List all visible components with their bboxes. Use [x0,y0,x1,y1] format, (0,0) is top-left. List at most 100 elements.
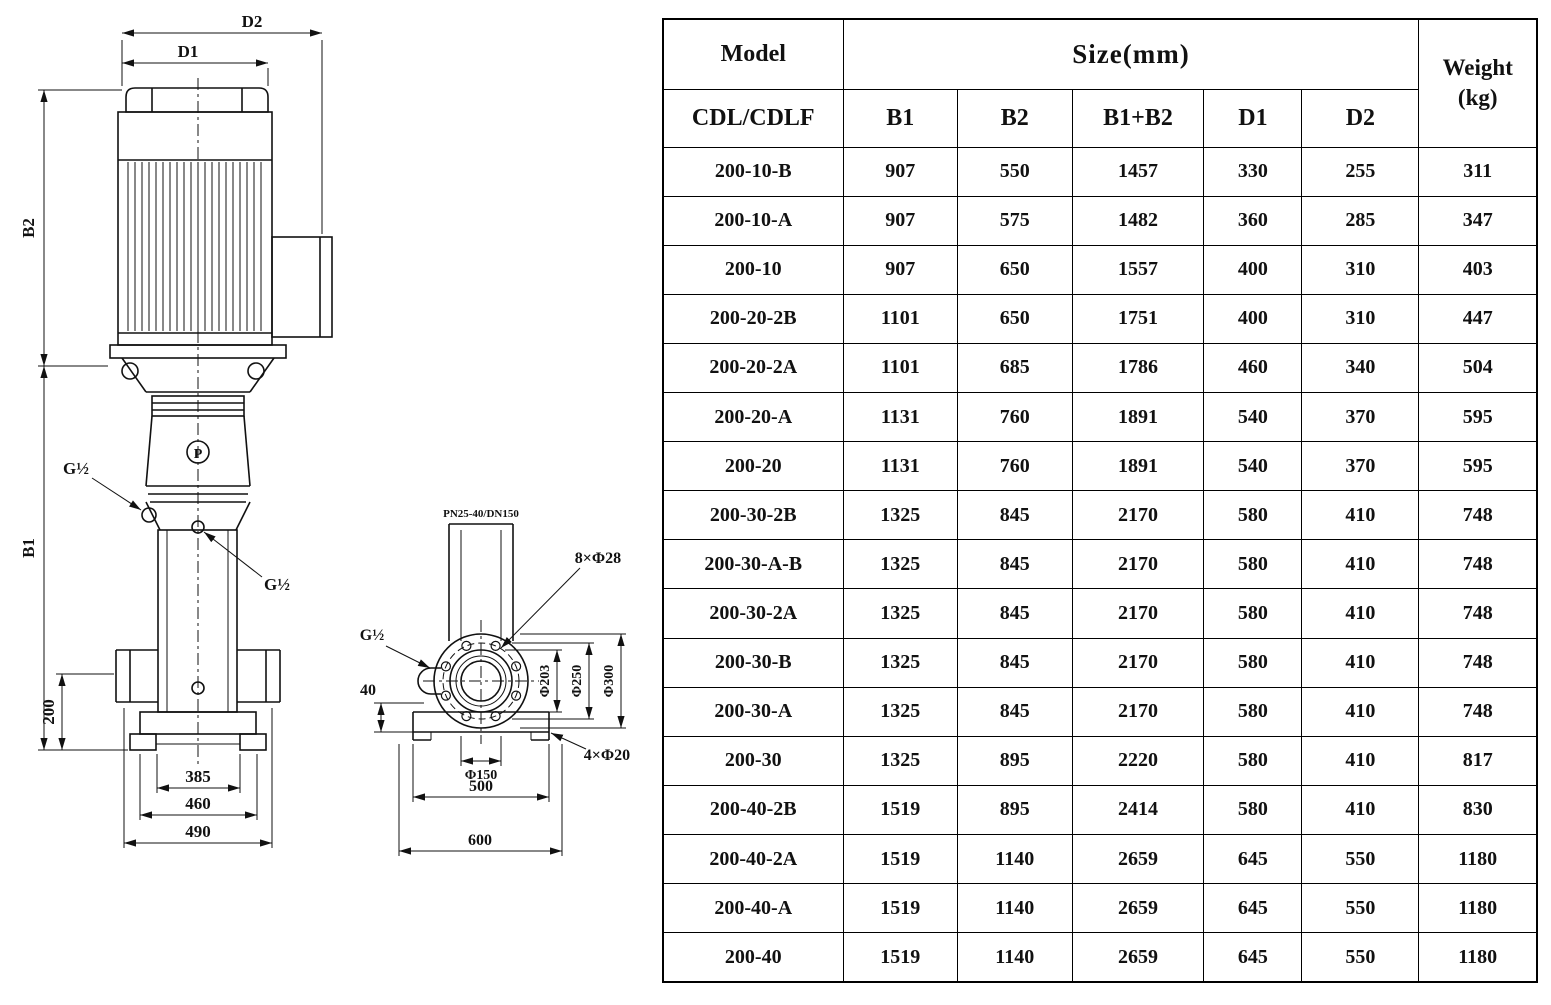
value-cell: 1519 [842,932,959,983]
value-cell: 1131 [842,392,959,443]
value-cell: 2170 [1071,490,1205,541]
value-cell: 748 [1418,490,1538,541]
value-cell: 1140 [957,883,1073,934]
value-cell: 650 [957,244,1073,295]
value-cell: 550 [1301,932,1420,983]
model-cell: 200-20-2A [662,342,844,394]
front-view [109,78,333,764]
value-cell: 580 [1203,539,1303,590]
header-col-d1: D1 [1203,88,1303,148]
value-cell: 2414 [1071,784,1205,836]
brand-logo-circle [186,440,210,464]
value-cell: 1891 [1071,441,1205,492]
value-cell: 400 [1203,293,1303,344]
header-model: Model [662,18,844,90]
value-cell: 817 [1418,735,1538,786]
value-cell: 550 [1301,834,1420,885]
model-cell: 200-10-B [662,146,844,197]
terminal-box [271,236,333,338]
value-cell: 550 [957,146,1073,197]
value-cell: 410 [1301,735,1420,786]
value-cell: 504 [1418,342,1538,394]
value-cell: 410 [1301,539,1420,590]
model-cell: 200-30-A [662,686,844,737]
model-cell: 200-10-A [662,195,844,246]
dim-b2-label: B2 [19,218,38,238]
dim-500-label: 500 [469,778,493,795]
flange-bolts-label: 8×Φ28 [575,550,621,567]
dia-150-label: Φ150 [465,768,498,783]
drain-plug [191,681,205,695]
dim-600-label: 600 [468,832,492,849]
value-cell: 1891 [1071,392,1205,443]
value-cell: 2170 [1071,588,1205,639]
dim-460-label: 460 [185,794,211,813]
value-cell: 748 [1418,539,1538,590]
brand-logo-letter: P [194,447,203,462]
value-cell: 1457 [1071,146,1205,197]
model-cell: 200-20-2B [662,293,844,344]
motor-fins [127,162,262,331]
dimension-table: Model Size(mm) Weight (kg) CDL/CDLF B1 B… [662,18,1538,983]
model-cell: 200-30-2B [662,490,844,541]
model-cell: 200-20 [662,441,844,492]
dim-385-label: 385 [185,767,211,786]
value-cell: 410 [1301,490,1420,541]
value-cell: 1180 [1418,932,1538,983]
model-cell: 200-20-A [662,392,844,443]
model-cell: 200-30 [662,735,844,786]
motor-stool-flange [109,344,287,359]
dim-200-label: 200 [39,699,58,725]
value-cell: 1180 [1418,834,1538,885]
value-cell: 1325 [842,588,959,639]
value-cell: 1786 [1071,342,1205,394]
value-cell: 1751 [1071,293,1205,344]
value-cell: 1140 [957,932,1073,983]
value-cell: 2170 [1071,539,1205,590]
value-cell: 370 [1301,441,1420,492]
flange-view [412,523,550,744]
value-cell: 403 [1418,244,1538,295]
value-cell: 1482 [1071,195,1205,246]
value-cell: 580 [1203,784,1303,836]
value-cell: 895 [957,735,1073,786]
value-cell: 650 [957,293,1073,344]
header-weight: Weight (kg) [1418,18,1538,148]
model-cell: 200-30-B [662,637,844,688]
value-cell: 830 [1418,784,1538,836]
value-cell: 2659 [1071,932,1205,983]
value-cell: 645 [1203,932,1303,983]
model-cell: 200-40-2A [662,834,844,885]
discharge-flange [237,649,281,703]
dim-40-label: 40 [360,682,376,699]
value-cell: 845 [957,637,1073,688]
value-cell: 1519 [842,883,959,934]
base-foot-left [129,733,157,751]
value-cell: 748 [1418,588,1538,639]
value-cell: 1325 [842,637,959,688]
dim-b1-label: B1 [19,538,38,558]
dim-d2-label: D2 [242,12,263,31]
value-cell: 2220 [1071,735,1205,786]
flange-bolt-holes [440,640,522,722]
value-cell: 748 [1418,686,1538,737]
technical-drawing-pane: D2 D1 B2 B1 200 G½ G½ P 385 460 490 [0,0,660,1000]
value-cell: 255 [1301,146,1420,197]
header-model-sub: CDL/CDLF [662,88,844,148]
value-cell: 311 [1418,146,1538,197]
port-label: G½ [360,627,384,644]
value-cell: 410 [1301,686,1420,737]
base-foot-right [239,733,267,751]
seal-housing [151,395,245,417]
model-cell: 200-40 [662,932,844,983]
